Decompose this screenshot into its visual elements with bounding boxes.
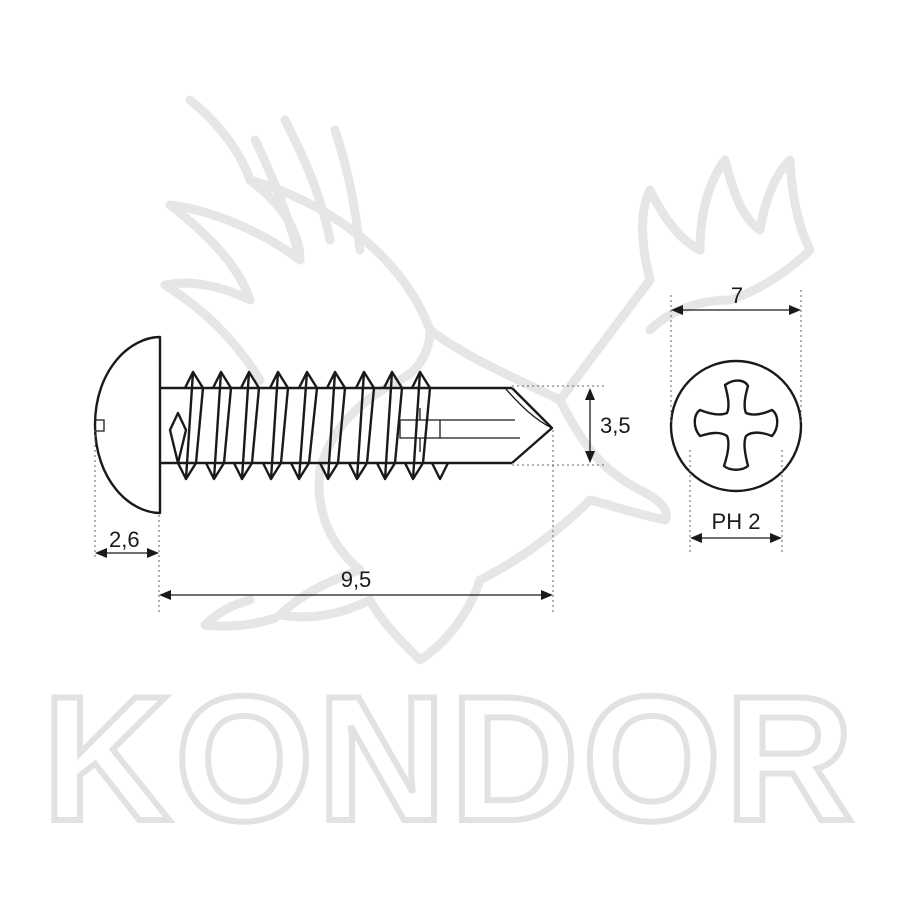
eagle-icon <box>160 95 815 665</box>
head-diameter-label: 7 <box>731 283 743 308</box>
thread-diameter-label: 3,5 <box>600 413 631 438</box>
dimension-drive-size: PH 2 <box>690 509 782 543</box>
screw-head-outline <box>93 335 162 515</box>
phillips-cross-icon <box>693 379 779 471</box>
thread-crests-bottom <box>176 462 450 481</box>
drill-flute <box>399 387 553 452</box>
thread-flanks <box>184 371 432 480</box>
head-top-circle <box>669 359 803 493</box>
brand-watermark-text: KONDOR <box>42 659 857 858</box>
screw-side-view <box>93 335 554 515</box>
dimension-head-diameter: 7 <box>671 283 801 315</box>
head-slot <box>95 419 105 432</box>
screw-top-view <box>669 359 803 493</box>
length-label: 9,5 <box>341 567 372 592</box>
dimension-thread-diameter: 3,5 <box>585 388 631 463</box>
thread-start <box>168 411 188 465</box>
dimension-head-height: 2,6 <box>95 527 159 558</box>
drive-size-label: PH 2 <box>712 509 761 534</box>
dimension-length: 9,5 <box>159 567 553 600</box>
head-height-label: 2,6 <box>109 527 140 552</box>
